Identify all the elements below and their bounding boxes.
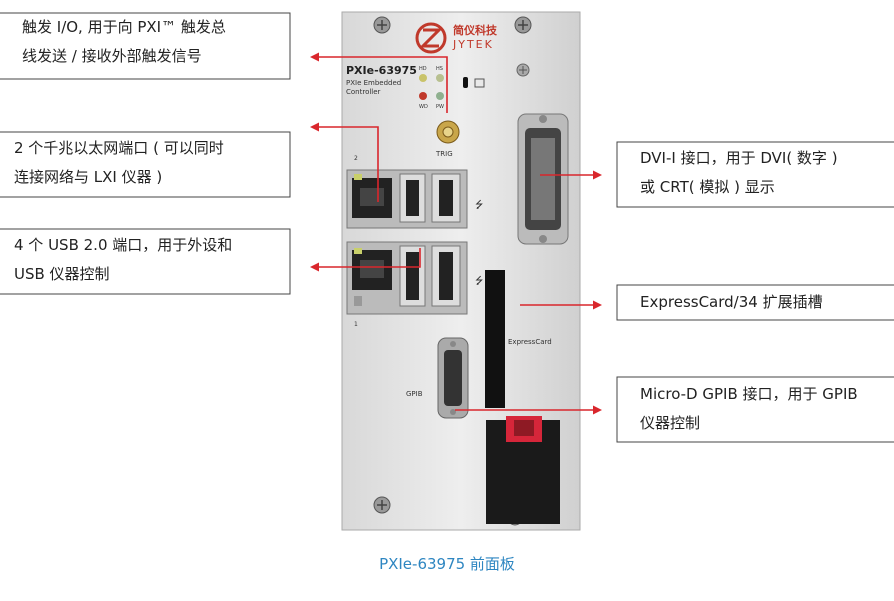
led-pw [436, 92, 444, 100]
device-front-panel: 简仪科技 JYTEK PXIe-63975 PXIe Embedded Cont… [341, 11, 581, 531]
lan-port-1-label: 1 [354, 321, 358, 328]
gpib-callout-line2: 仪器控制 [640, 414, 701, 432]
expresscard-callout: ExpressCard/34 扩展插槽 [640, 288, 823, 317]
gpib-connector [437, 337, 469, 419]
lan-usb-block-bottom [346, 241, 468, 315]
lan-usb-block-top [346, 169, 468, 229]
dvi-callout-line2: 或 CRT( 模拟 ) 显示 [640, 178, 775, 196]
usb-icon-top: ⭍ [475, 199, 483, 211]
lan-callout-line1: 2 个千兆以太网端口 ( 可以同时 [14, 139, 224, 157]
trig-callout-line2: 线发送 / 接收外部触发信号 [22, 47, 202, 65]
usb-callout: 4 个 USB 2.0 端口，用于外设和 USB 仪器控制 [14, 231, 232, 289]
trig-connector [436, 120, 460, 144]
trig-callout: 触发 I/O, 用于向 PXI™ 触发总 线发送 / 接收外部触发信号 [22, 13, 226, 71]
trig-label: TRIG [435, 150, 453, 158]
expresscard-label: ExpressCard [508, 338, 552, 346]
usb-callout-frame [0, 228, 291, 295]
trig-callout-line1: 触发 I/O, 用于向 PXI™ 触发总 [22, 18, 226, 36]
led-hd [419, 74, 427, 82]
subtitle-line2: Controller [346, 88, 381, 96]
screw-mid-right [516, 63, 530, 77]
dvi-callout: DVI-I 接口，用于 DVI( 数字 ) 或 CRT( 模拟 ) 显示 [640, 144, 838, 202]
led-hd-label: HD [419, 66, 427, 72]
gpib-callout: Micro-D GPIB 接口，用于 GPIB 仪器控制 [640, 380, 858, 438]
led-wd [419, 92, 427, 100]
led-wd-label: WD [419, 104, 428, 110]
gpib-callout-line1: Micro-D GPIB 接口，用于 GPIB [640, 385, 858, 403]
expresscard-callout-line1: ExpressCard/34 扩展插槽 [640, 293, 823, 311]
usb-callout-line1: 4 个 USB 2.0 端口，用于外设和 [14, 236, 233, 254]
brand-cn: 简仪科技 [453, 23, 498, 37]
ejector-handle [486, 416, 560, 524]
led-hs-label: HS [436, 66, 443, 72]
lan-callout: 2 个千兆以太网端口 ( 可以同时 连接网络与 LXI 仪器 ) [14, 134, 224, 192]
jytek-logo [415, 22, 447, 54]
dvi-callout-frame [616, 141, 894, 208]
lan-arrow [310, 122, 379, 202]
screw-top-left [373, 16, 391, 34]
subtitle-line1: PXIe Embedded [346, 79, 401, 87]
led-pw-label: PW [436, 104, 444, 110]
lan-callout-frame [0, 131, 291, 198]
lan-port-2-label: 2 [354, 155, 358, 162]
dvi-callout-line1: DVI-I 接口，用于 DVI( 数字 ) [640, 149, 838, 167]
led-hs [436, 74, 444, 82]
expresscard-callout-frame [616, 284, 894, 321]
model-label: PXIe-63975 [346, 64, 417, 77]
gpib-label: GPIB [406, 390, 423, 398]
usb-arrow [310, 248, 421, 272]
trig-arrow [310, 52, 448, 113]
trig-callout-frame [0, 12, 291, 80]
reset-button [463, 77, 468, 88]
dvi-connector [517, 113, 569, 245]
usb-icon-bottom: ⭍ [475, 275, 483, 287]
usb-callout-line2: USB 仪器控制 [14, 265, 110, 283]
lan-callout-line2: 连接网络与 LXI 仪器 ) [14, 168, 163, 186]
screw-top-right [514, 16, 532, 34]
power-icon [474, 78, 485, 88]
gpib-callout-frame [616, 376, 894, 443]
figure-caption: PXIe-63975 前面板 [379, 555, 515, 573]
expresscard-slot [485, 270, 505, 408]
brand-en: JYTEK [452, 38, 494, 51]
screw-bottom-left [373, 496, 391, 514]
